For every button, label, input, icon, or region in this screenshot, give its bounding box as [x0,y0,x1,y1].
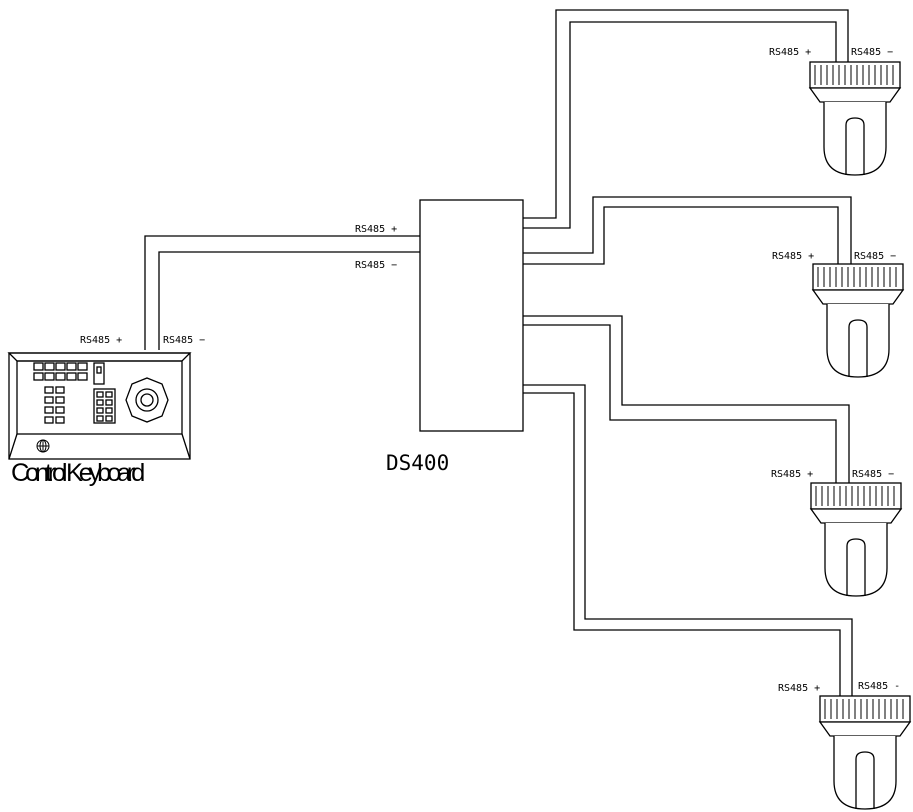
keyboard-wiring [144,235,420,350]
ds400-label: DS400 [386,451,449,475]
joystick-icon [125,377,169,423]
camera-4-plus-label: RS485 + [778,683,820,694]
control-keyboard: RS485 + RS485 − [7,335,205,487]
camera-3-minus-label: RS485 − [852,469,894,480]
wire-cam2-b [523,206,839,265]
hub-input-minus-label: RS485 − [355,260,397,271]
camera-4: RS485 + RS485 - [778,681,911,810]
camera-3: RS485 + RS485 − [771,469,902,597]
keyboard-minus-label: RS485 − [163,335,205,346]
camera-4-minus-label: RS485 - [858,681,900,692]
wire-cam3-a [523,315,850,483]
camera-wiring [523,9,853,696]
wire-cam2-a [523,196,852,264]
wire-cam1-b [523,21,837,229]
camera-2: RS485 + RS485 − [772,251,904,378]
camera-1-minus-label: RS485 − [851,47,893,58]
hub-input-plus-label: RS485 + [355,224,397,235]
dome-camera-icon [819,695,911,810]
camera-1: RS485 + RS485 − [769,47,901,176]
keyboard-body [7,352,192,460]
wire-cam4-a [523,384,853,696]
ds400-hub: DS400 [386,199,524,475]
camera-3-plus-label: RS485 + [771,469,813,480]
dome-camera-icon [812,263,904,378]
wire-cam3-b [523,324,837,483]
dome-camera-icon [810,482,902,597]
camera-2-plus-label: RS485 + [772,251,814,262]
ds400-box [419,199,524,432]
camera-1-plus-label: RS485 + [769,47,811,58]
wire-cam4-b [523,392,841,696]
keyboard-buttons [33,362,116,424]
wire-keyboard-minus [158,251,420,350]
keyboard-plus-label: RS485 + [80,335,122,346]
keyboard-label: Control Keyboard [11,459,144,487]
camera-2-minus-label: RS485 − [854,251,896,262]
wire-keyboard-plus [144,235,420,350]
globe-icon [36,439,50,453]
dome-camera-icon [809,61,901,176]
wire-cam1-a [523,9,849,219]
